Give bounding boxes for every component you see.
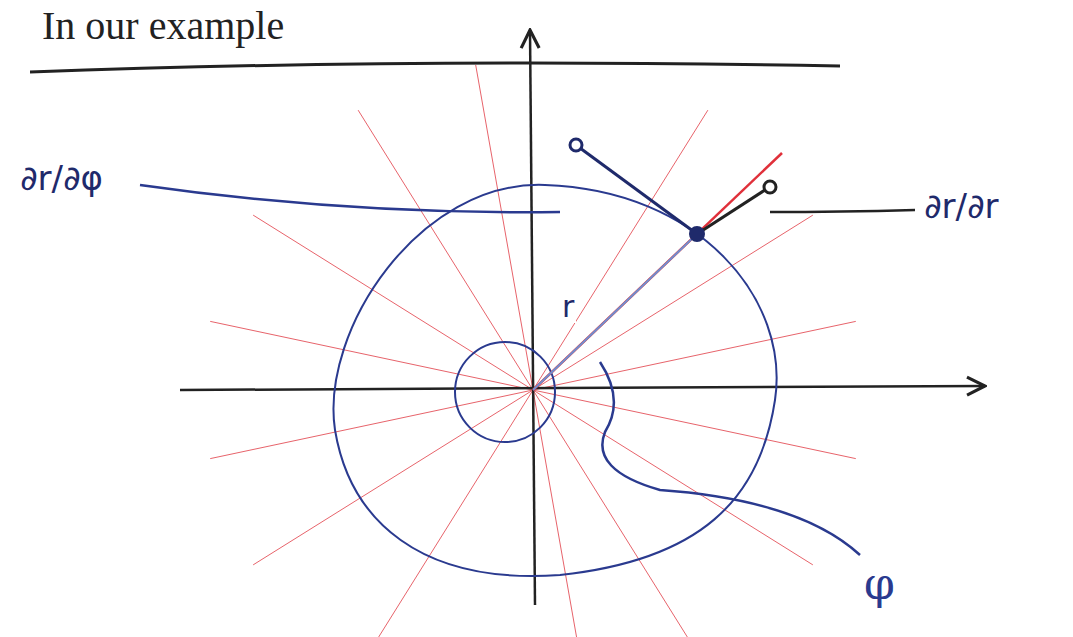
angle-label: φ <box>862 560 897 608</box>
leader-line <box>140 185 560 212</box>
y-axis <box>530 30 535 605</box>
point <box>689 226 705 242</box>
radial-lines <box>210 65 856 637</box>
vector-tip <box>764 181 776 193</box>
x-axis <box>180 386 985 390</box>
radius-label: r <box>560 290 576 323</box>
leader-line <box>770 210 915 212</box>
closed-curve <box>334 185 777 576</box>
radial-vector <box>697 190 765 234</box>
title-text: In our example <box>40 4 286 48</box>
vector-label: ∂r/∂r <box>922 188 1001 225</box>
radius-vector <box>533 234 697 390</box>
vector-label: ∂r/∂φ <box>18 160 105 197</box>
tangent-vector <box>580 148 697 234</box>
angle-leader <box>600 362 860 555</box>
small-circle <box>455 342 555 442</box>
vector-tip <box>570 139 582 151</box>
radial-direction <box>533 153 782 390</box>
title-underline <box>30 63 840 72</box>
